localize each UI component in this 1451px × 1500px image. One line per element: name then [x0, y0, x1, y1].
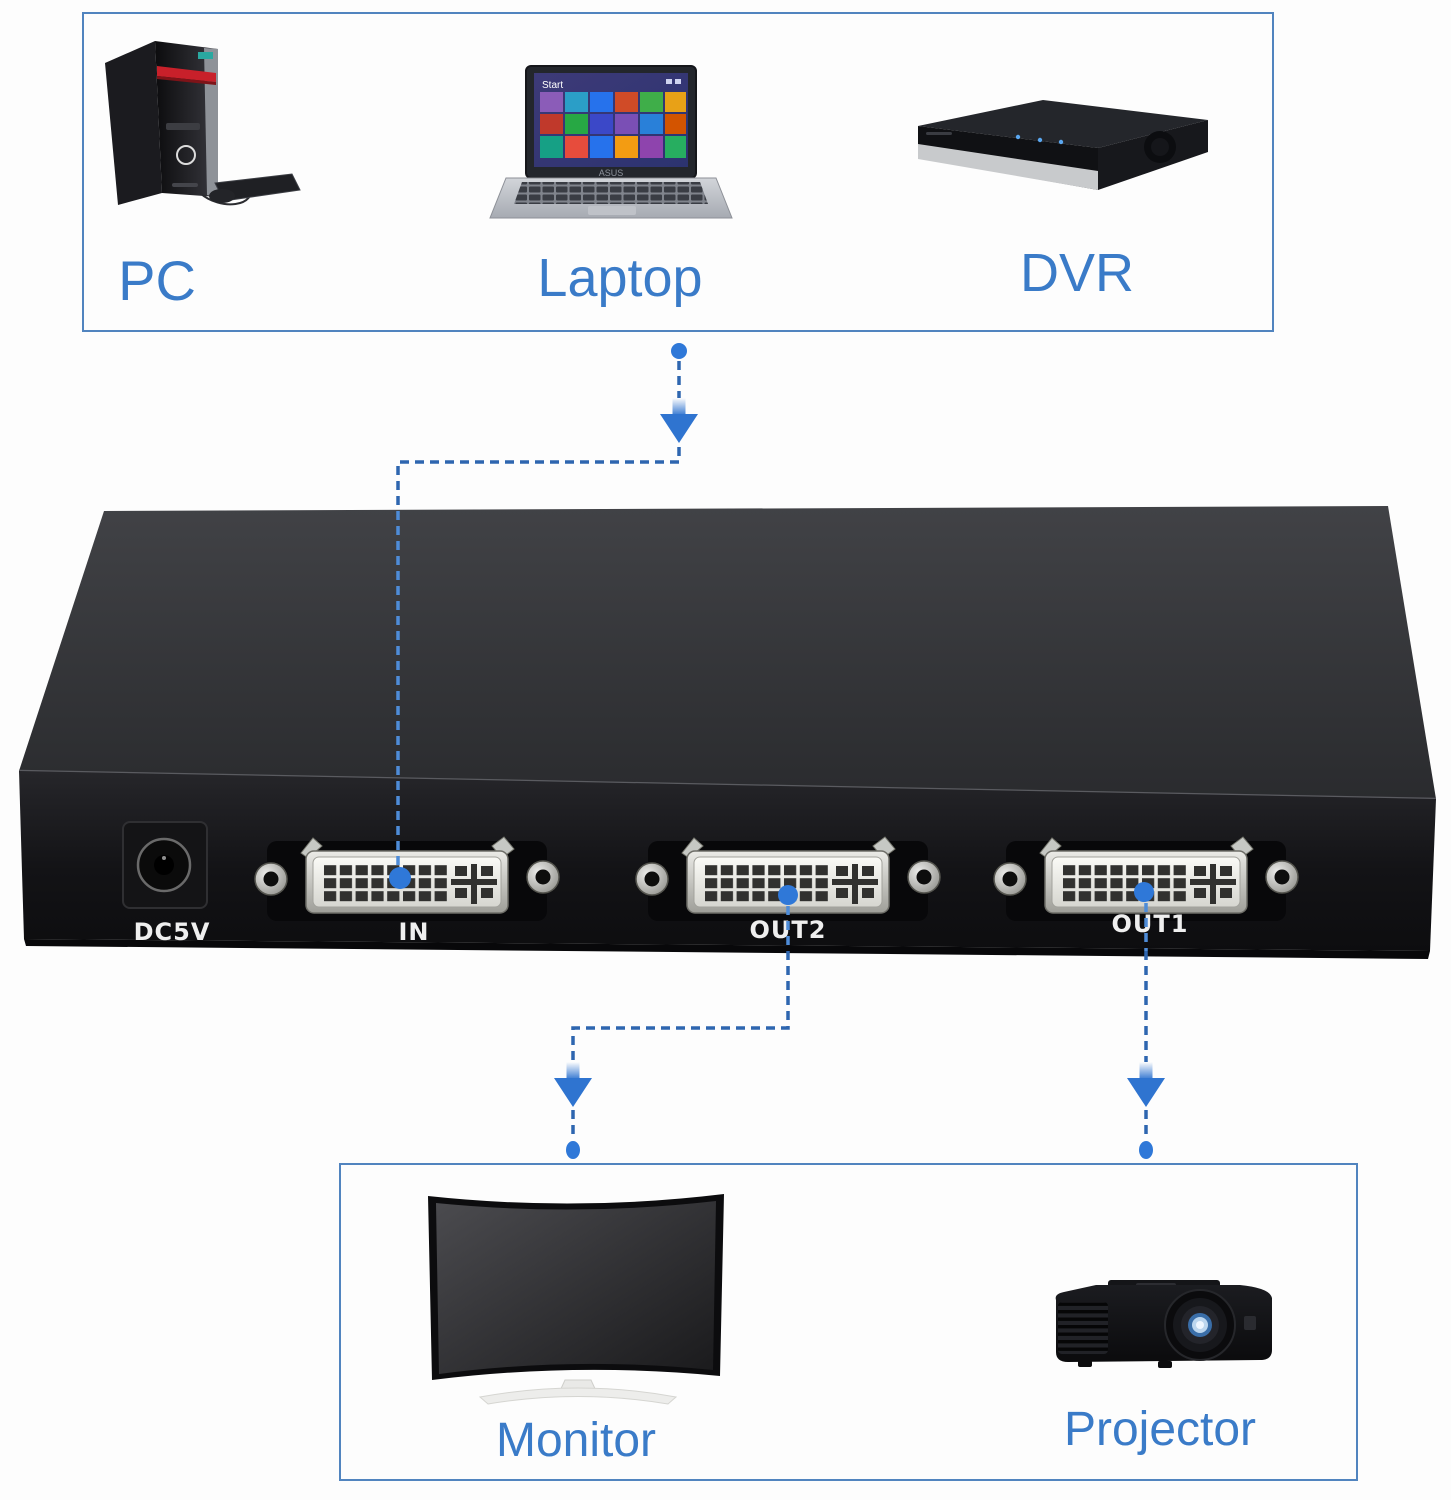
dvi-port-out1 [993, 836, 1299, 922]
pc-label: PC [118, 249, 196, 312]
arrow-down-icon [660, 414, 698, 443]
connector-dot [1139, 1141, 1153, 1159]
input-connection-line [389, 343, 698, 889]
port-label-in: IN [398, 918, 429, 946]
connector-dot [1134, 882, 1154, 902]
connector-dot [389, 867, 411, 889]
splitter-top-face [19, 506, 1436, 799]
dc5v-jack [122, 821, 208, 909]
out1-connection-line [1127, 882, 1165, 1159]
dvi-port-out2 [635, 836, 941, 922]
arrow-down-icon [554, 1078, 592, 1107]
out2-connection-line [554, 885, 798, 1159]
splitter-front-face [19, 771, 1436, 951]
connector-dot [671, 343, 687, 359]
connector-dot [566, 1141, 580, 1159]
laptop-label: Laptop [537, 248, 703, 308]
arrow-down-icon [1127, 1078, 1165, 1107]
projector-label: Projector [1063, 1403, 1257, 1456]
sources-box [82, 12, 1274, 332]
dvi-splitter-device: DC5V IN OUT2 OUT1 [18, 506, 1437, 959]
dvi-port-in [254, 836, 560, 922]
monitor-label: Monitor [495, 1414, 657, 1467]
port-label-dc5v: DC5V [134, 918, 211, 946]
connector-dot [778, 885, 798, 905]
port-label-out2: OUT2 [750, 916, 827, 944]
outputs-box [339, 1163, 1358, 1481]
dvr-label: DVR [1019, 243, 1135, 303]
port-label-out1: OUT1 [1112, 910, 1189, 938]
